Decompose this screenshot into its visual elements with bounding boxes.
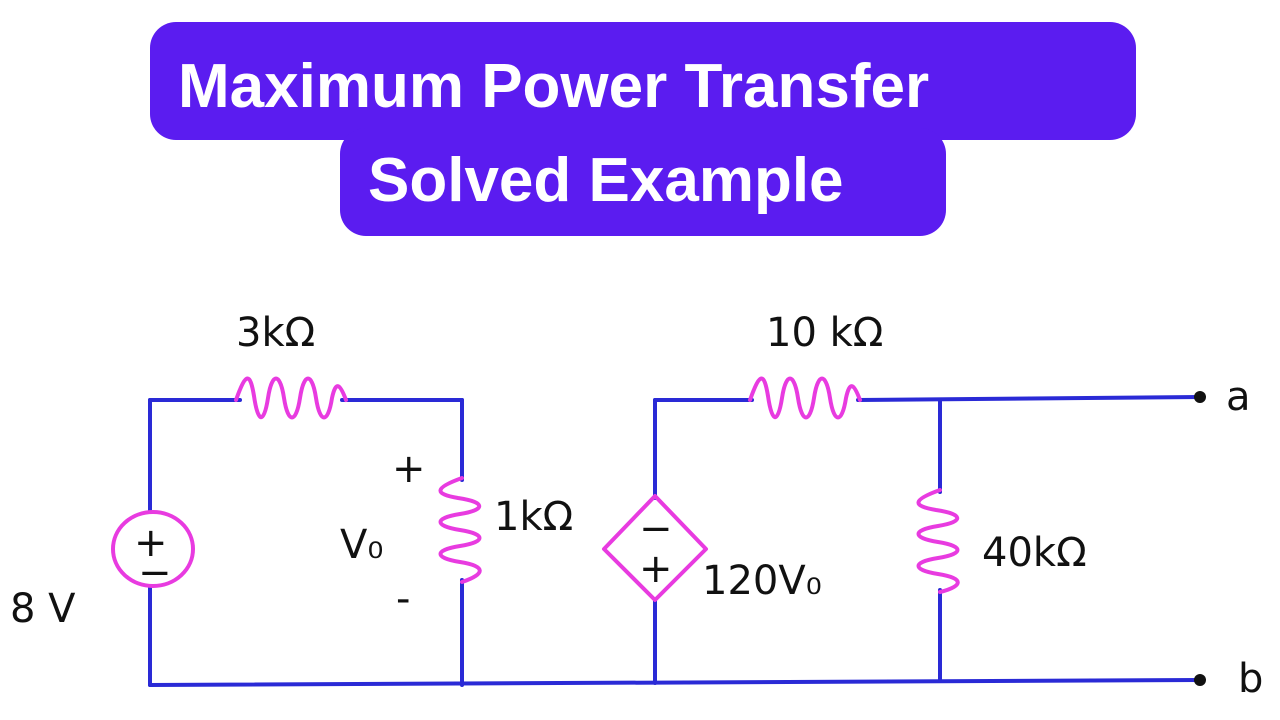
terminal-a-label: a xyxy=(1226,374,1251,420)
label-r1: 3kΩ xyxy=(236,310,315,356)
vo-label: V₀ xyxy=(340,522,383,568)
resistor-3k-shape xyxy=(234,376,348,420)
source-plus-sign: + xyxy=(134,520,168,566)
label-source-voltage: 8 V xyxy=(10,586,76,632)
wires xyxy=(148,395,1202,687)
resistor-1k-shape xyxy=(438,476,482,584)
terminal-b-dot xyxy=(1194,674,1206,686)
vo-plus-label: + xyxy=(392,446,426,492)
resistor-40k-shape xyxy=(916,488,960,594)
wire-bottom-rail xyxy=(148,678,1202,687)
source-minus-sign: − xyxy=(138,550,172,596)
wire-top-right-2 xyxy=(856,395,1202,402)
components xyxy=(111,376,960,602)
dep-source-plus-sign: + xyxy=(639,546,673,592)
dep-source-minus-sign: − xyxy=(639,506,673,552)
label-r3: 10 kΩ xyxy=(766,310,883,356)
label-r2: 1kΩ xyxy=(494,494,573,540)
dependent-source-diamond xyxy=(602,494,708,602)
label-r4: 40kΩ xyxy=(982,530,1087,576)
title-line-2: Solved Example xyxy=(368,146,844,215)
resistor-10k-shape xyxy=(748,376,862,420)
terminal-a-dot xyxy=(1194,391,1206,403)
title-line-1: Maximum Power Transfer xyxy=(178,52,930,121)
terminal-b-label: b xyxy=(1238,656,1263,702)
title-banner-bottom xyxy=(340,128,946,236)
title-banner-top xyxy=(150,22,1136,140)
vo-minus-label: - xyxy=(396,576,410,622)
label-dependent-source: 120V₀ xyxy=(702,558,822,604)
voltage-source-circle xyxy=(111,510,195,588)
